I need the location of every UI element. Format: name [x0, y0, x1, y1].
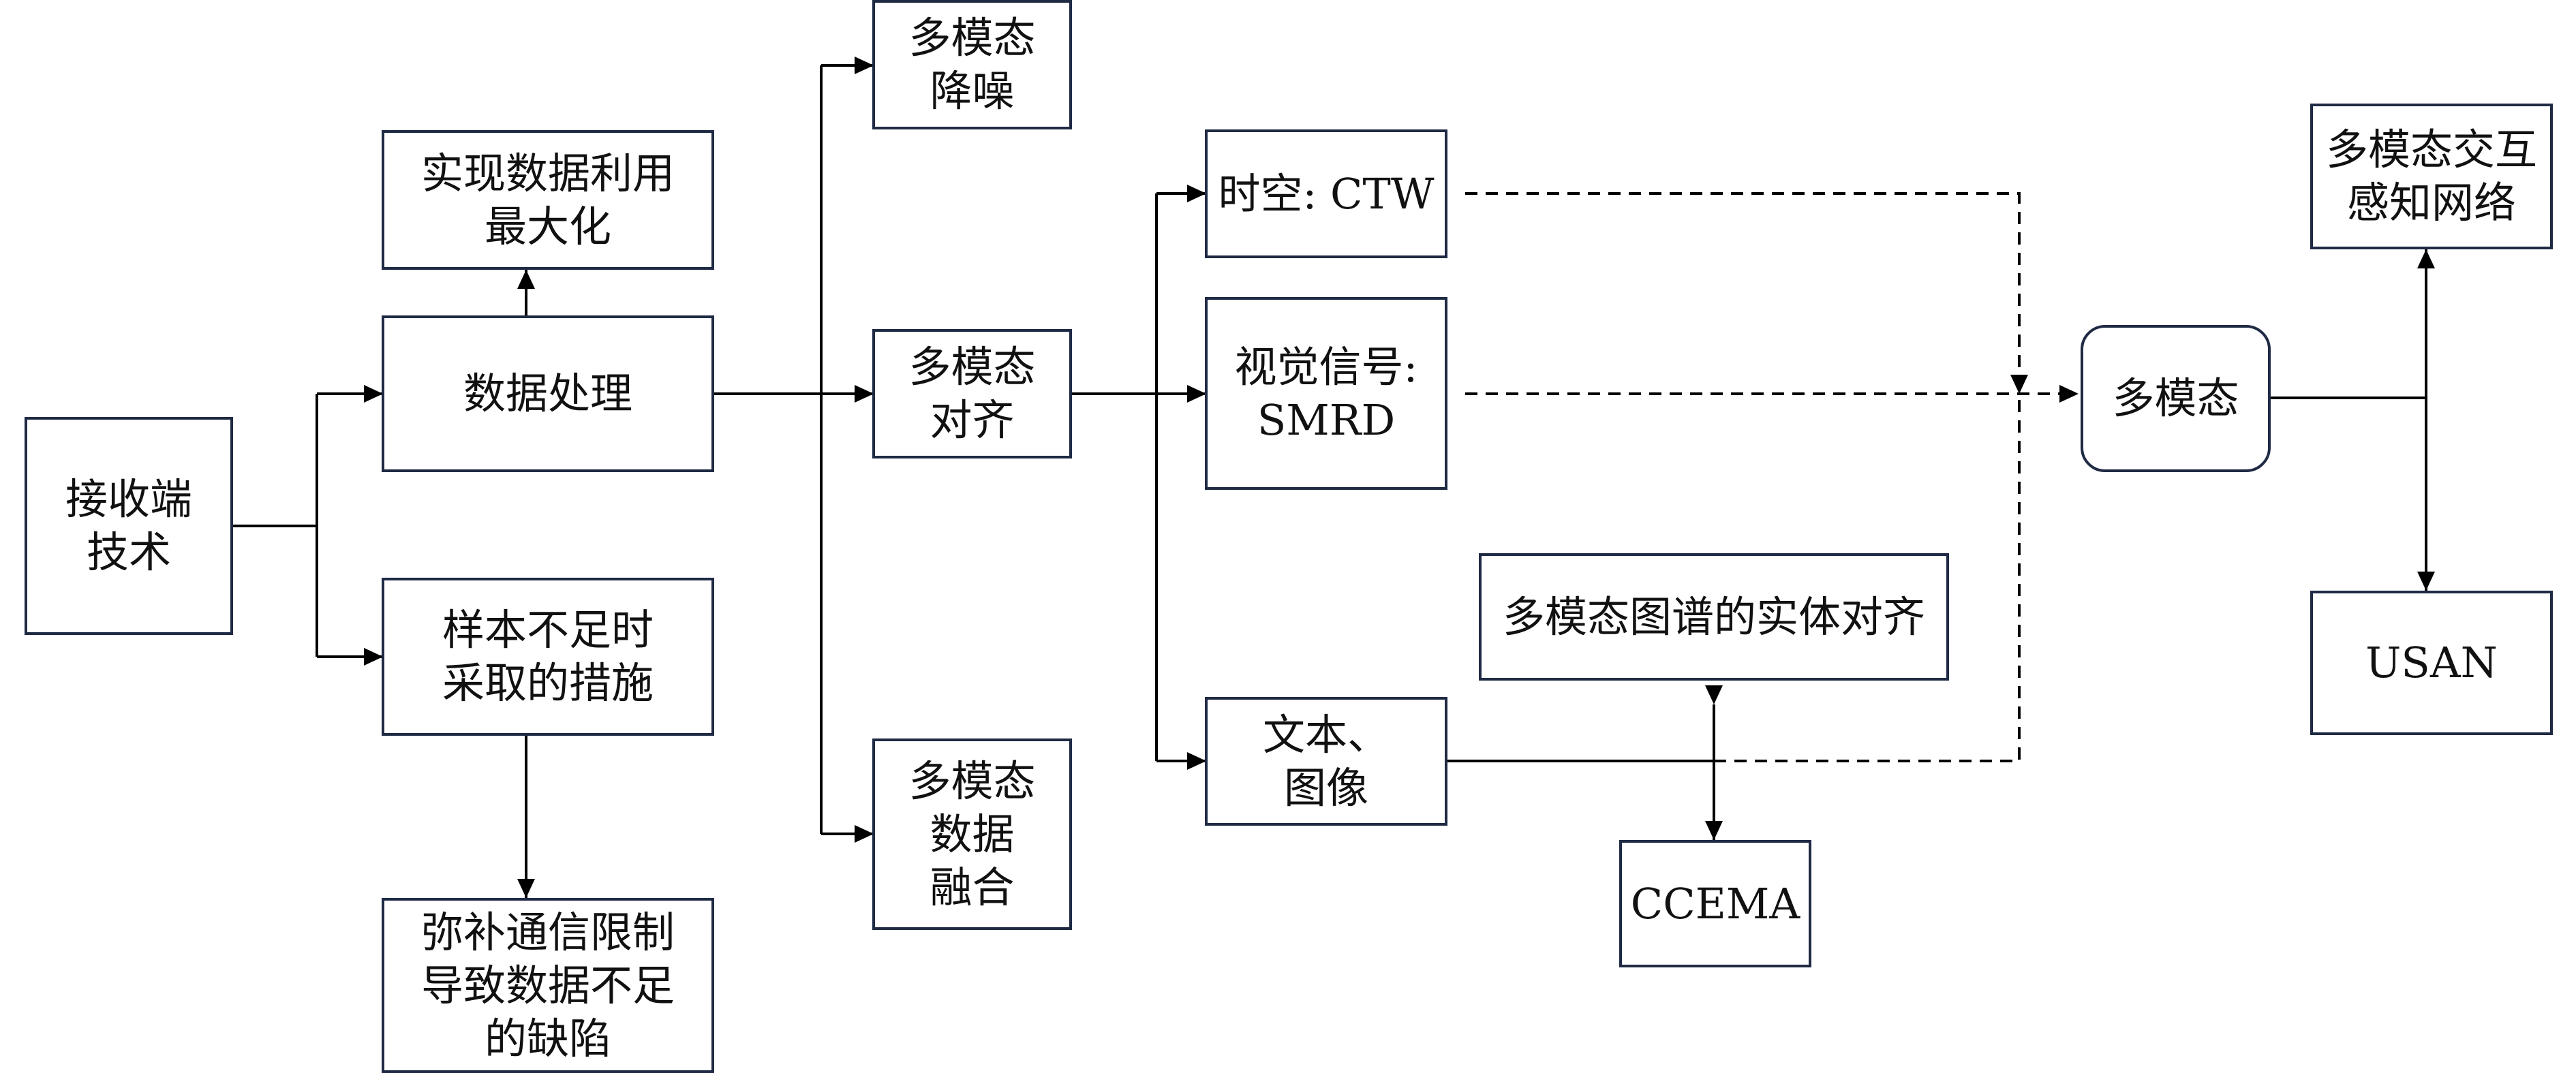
node-insufficient-sample-measures: 样本不足时 采取的措施 [382, 578, 714, 736]
node-spatiotemporal-ctw: 时空: CTW [1205, 129, 1447, 258]
edge-ctw-to-multimodal-dashed [1465, 192, 2028, 394]
node-usan: USAN [2310, 591, 2553, 735]
node-ccema: CCEMA [1619, 840, 1811, 967]
node-compensate-comm-limits: 弥补通信限制 导致数据不足 的缺陷 [382, 898, 714, 1073]
node-data-processing: 数据处理 [382, 315, 714, 472]
node-multimodal: 多模态 [2081, 325, 2271, 472]
node-multimodal-fusion: 多模态 数据 融合 [872, 738, 1072, 930]
node-visual-signal-smrd: 视觉信号: SMRD [1205, 297, 1447, 490]
node-interactive-perception-net: 多模态交互 感知网络 [2310, 104, 2553, 249]
node-kg-entity-alignment: 多模态图谱的实体对齐 [1479, 553, 1949, 681]
node-receiver-tech: 接收端 技术 [25, 417, 233, 635]
node-multimodal-align: 多模态 对齐 [872, 329, 1072, 458]
node-text-image: 文本、 图像 [1205, 697, 1447, 826]
node-max-data-use: 实现数据利用 最大化 [382, 130, 714, 270]
node-multimodal-denoise: 多模态 降噪 [872, 0, 1072, 129]
